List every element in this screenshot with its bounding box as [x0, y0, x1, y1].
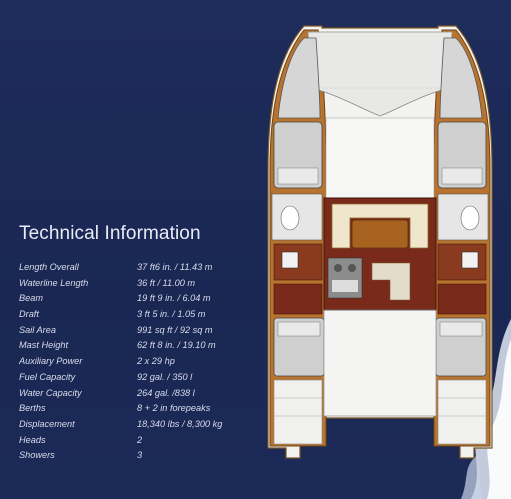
port-aft-passage	[273, 283, 323, 315]
spec-value: 36 ft / 11.00 m	[137, 277, 196, 288]
starboard-aft-passage	[437, 283, 487, 315]
spec-row: Sail Area 991 sq ft / 92 sq m	[19, 325, 259, 341]
catamaran-floor-plan	[260, 18, 500, 496]
spec-value: 8 + 2 in forepeaks	[137, 403, 211, 414]
pillow	[277, 321, 321, 337]
foredeck	[325, 117, 435, 199]
shower	[281, 251, 299, 269]
spec-value: 18,340 lbs / 8,300 kg	[137, 418, 223, 429]
spec-label: Beam	[19, 293, 44, 304]
cockpit	[323, 309, 437, 417]
stove-icon	[334, 264, 342, 272]
spec-value: 991 sq ft / 92 sq m	[137, 324, 213, 335]
spec-row: Mast Height 62 ft 8 in. / 19.10 m	[19, 340, 259, 356]
spec-value: 62 ft 8 in. / 19.10 m	[137, 340, 216, 351]
saloon-table	[351, 219, 409, 249]
deck-plan-drawing	[267, 25, 493, 459]
pillow	[441, 167, 483, 185]
spec-row: Waterline Length 36 ft / 11.00 m	[19, 278, 259, 294]
spec-value: 2 x 29 hp	[137, 356, 175, 367]
spec-label: Heads	[19, 434, 46, 445]
spec-row: Beam 19 ft 9 in. / 6.04 m	[19, 293, 259, 309]
shower	[461, 251, 479, 269]
spec-label: Mast Height	[19, 340, 69, 351]
port-forepeak-berth	[277, 37, 321, 119]
spec-label: Draft	[19, 309, 39, 320]
spec-row: Draft 3 ft 5 in. / 1.05 m	[19, 309, 259, 325]
spec-value: 3 ft 5 in. / 1.05 m	[137, 309, 206, 320]
spec-label: Fuel Capacity	[19, 371, 76, 382]
sink	[332, 280, 358, 292]
spec-value: 2	[137, 434, 143, 445]
port-transom	[273, 379, 323, 445]
page-title: Technical Information	[19, 223, 201, 244]
spec-table: Length Overall 37 ft6 in. / 11.43 m Wate…	[19, 262, 259, 466]
toilet-icon	[280, 205, 300, 231]
spec-row: Fuel Capacity 92 gal. / 350 l	[19, 372, 259, 388]
stove-icon	[348, 264, 356, 272]
spec-row: Berths 8 + 2 in forepeaks	[19, 403, 259, 419]
spec-value: 3	[137, 450, 143, 461]
spec-value: 37 ft6 in. / 11.43 m	[137, 262, 213, 272]
spec-label: Length Overall	[19, 262, 79, 272]
spec-label: Sail Area	[19, 324, 56, 335]
spec-value: 19 ft 9 in. / 6.04 m	[137, 293, 211, 304]
nav-station	[371, 262, 411, 301]
pillow	[439, 321, 483, 337]
spec-label: Showers	[19, 450, 55, 461]
spec-label: Auxiliary Power	[19, 356, 83, 367]
spec-row: Displacement 18,340 lbs / 8,300 kg	[19, 419, 259, 435]
trampoline-net	[307, 31, 453, 117]
starboard-forepeak-berth	[439, 37, 483, 119]
spec-row: Length Overall 37 ft6 in. / 11.43 m	[19, 262, 259, 278]
spec-label: Berths	[19, 403, 46, 414]
toilet-icon	[460, 205, 480, 231]
spec-label: Water Capacity	[19, 387, 82, 398]
spec-row: Showers 3	[19, 450, 259, 466]
spec-row: Water Capacity 264 gal. /838 l	[19, 388, 259, 404]
pillow	[277, 167, 319, 185]
spec-value: 264 gal. /838 l	[137, 387, 195, 398]
starboard-transom	[437, 379, 487, 445]
spec-value: 92 gal. / 350 l	[137, 371, 193, 382]
spec-row: Auxiliary Power 2 x 29 hp	[19, 356, 259, 372]
spec-label: Waterline Length	[19, 277, 89, 288]
spec-row: Heads 2	[19, 435, 259, 451]
saloon-settee	[331, 203, 429, 249]
spec-label: Displacement	[19, 418, 75, 429]
